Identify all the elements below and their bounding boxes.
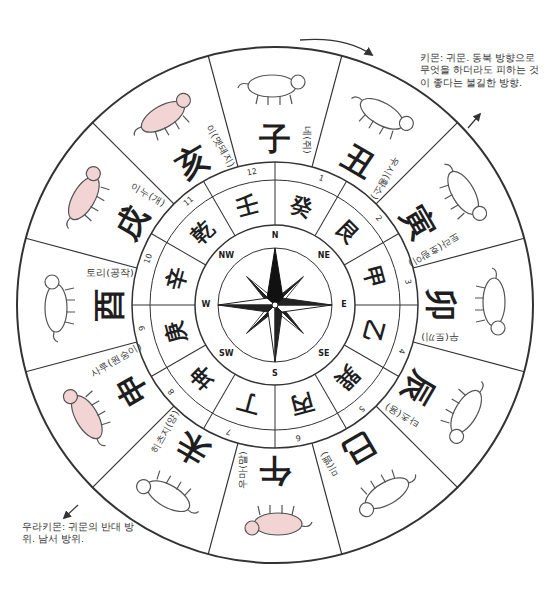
- zodiac-character: 卯: [422, 289, 457, 321]
- reading-label: 우(토끼): [421, 332, 458, 342]
- horse-figure: [245, 505, 312, 535]
- zodiac-character: 午: [259, 452, 291, 487]
- reading-label: 토리(공작): [86, 268, 133, 278]
- bird-figure: [45, 275, 75, 342]
- animal-illustrations: [45, 75, 505, 535]
- snake-figure: [349, 460, 422, 519]
- southwest-arrow: [64, 505, 78, 518]
- compass-point: [268, 305, 282, 362]
- reading-label: 우마(말): [238, 451, 248, 488]
- note-text: 키몬: 귀문. 동북 방향으로 무엇을 하더라도 피하는 것이 좋다는 불길한 …: [420, 52, 542, 89]
- hour-number: 3: [402, 278, 412, 285]
- inner-line: [355, 305, 418, 306]
- inner-line: [275, 162, 276, 225]
- compass-inner-ring: [218, 248, 332, 362]
- sheep-figure: [134, 463, 207, 522]
- middle-ring: [132, 162, 418, 448]
- zodiac-character: 酉: [92, 289, 127, 321]
- outer-ring: [17, 47, 533, 563]
- northeast-arrow: [468, 114, 480, 128]
- reading-label: 네(쥐): [302, 126, 312, 153]
- compass-letter: E: [341, 301, 346, 310]
- inner-dividers: [132, 162, 418, 448]
- north-needle: [267, 248, 283, 305]
- compass-ring: [195, 225, 355, 385]
- ox-figure: [343, 87, 416, 146]
- compass-letter: NE: [318, 252, 330, 261]
- sector-line: [312, 443, 342, 554]
- compass-pivot: [272, 302, 278, 308]
- compass-letter: SE: [318, 349, 329, 358]
- sector-line: [26, 238, 137, 268]
- compass-point: [218, 298, 275, 312]
- compass-rose: [218, 248, 332, 362]
- dragon-figure: [433, 373, 492, 446]
- inner-line: [132, 305, 195, 306]
- compass-letter: N: [272, 232, 279, 241]
- sector-line: [208, 443, 238, 554]
- sector-dividers: [26, 56, 524, 554]
- zodiac-character: 子: [259, 122, 291, 157]
- rotation-arrow: [300, 39, 372, 55]
- sector-line: [312, 56, 342, 167]
- inner-line: [275, 385, 276, 448]
- hour-number: 12: [246, 168, 258, 178]
- dog-figure: [57, 164, 116, 237]
- compass-letter: SW: [219, 349, 234, 358]
- compass-point: [275, 298, 332, 312]
- sector-line: [413, 342, 524, 372]
- rat-figure: [238, 75, 305, 105]
- boar-figure: [128, 91, 201, 150]
- note-text: 우라키몬: 귀문의 반대 방위. 남서 방위.: [22, 521, 140, 546]
- rabbit-figure: [475, 268, 505, 335]
- compass-letter: NW: [218, 252, 234, 261]
- compass-letter: S: [272, 370, 278, 379]
- compass-letter: W: [202, 301, 211, 310]
- monkey-figure: [61, 379, 120, 452]
- tiger-figure: [430, 158, 489, 231]
